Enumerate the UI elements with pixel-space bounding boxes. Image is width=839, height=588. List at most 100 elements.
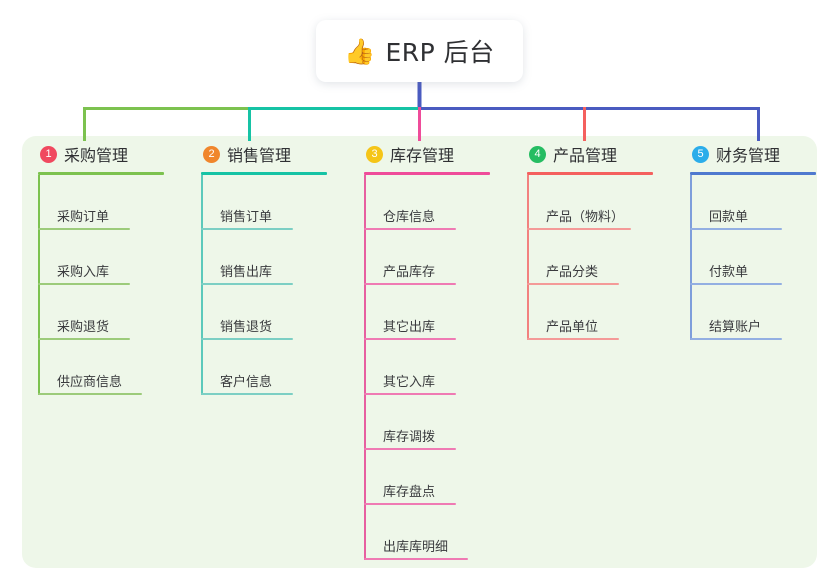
item-underline <box>364 283 456 285</box>
item-label: 采购入库 <box>57 265 110 280</box>
list-item[interactable]: 产品（物料） <box>527 175 674 230</box>
branch-header-1[interactable]: 1 采购管理 <box>38 136 185 172</box>
branch-items-5: 回款单 付款单 结算账户 <box>690 175 837 340</box>
branch-column-5: 5 财务管理 回款单 付款单 结算账户 <box>674 136 837 568</box>
item-label: 供应商信息 <box>57 375 123 390</box>
list-item[interactable]: 产品库存 <box>364 230 511 285</box>
item-underline <box>364 393 456 395</box>
branch-title-1: 采购管理 <box>64 146 129 165</box>
item-underline <box>38 393 142 395</box>
item-underline <box>201 338 293 340</box>
item-label: 销售出库 <box>220 265 273 280</box>
branch-title-5: 财务管理 <box>716 146 781 165</box>
branch-rule-4 <box>527 172 653 175</box>
branch-header-3[interactable]: 3 库存管理 <box>364 136 511 172</box>
branch-number-badge-3: 3 <box>366 145 383 163</box>
list-item[interactable]: 采购订单 <box>38 175 185 230</box>
list-item[interactable]: 产品分类 <box>527 230 674 285</box>
branch-number-badge-1: 1 <box>40 145 57 163</box>
item-underline <box>527 283 619 285</box>
branch-items-2: 销售订单 销售出库 销售退货 客户信息 <box>201 175 348 395</box>
branch-spine-5 <box>690 175 692 340</box>
branch-spine-2 <box>201 175 203 395</box>
item-label: 采购订单 <box>57 210 110 225</box>
item-underline <box>690 338 782 340</box>
branch-spine-3 <box>364 175 366 560</box>
root-node-title: ERP 后台 <box>385 38 495 67</box>
branch-title-3: 库存管理 <box>390 146 455 165</box>
thumbs-up-icon: 👍 <box>344 36 376 66</box>
list-item[interactable]: 结算账户 <box>690 285 837 340</box>
list-item[interactable]: 销售订单 <box>201 175 348 230</box>
item-underline <box>201 393 293 395</box>
branch-column-4: 4 产品管理 产品（物料） 产品分类 产品单位 <box>511 136 674 568</box>
item-underline <box>364 448 456 450</box>
item-underline <box>38 283 130 285</box>
item-underline <box>690 283 782 285</box>
branch-number-badge-4: 4 <box>529 145 546 163</box>
list-item[interactable]: 付款单 <box>690 230 837 285</box>
branch-items-4: 产品（物料） 产品分类 产品单位 <box>527 175 674 340</box>
item-underline <box>201 283 293 285</box>
list-item[interactable]: 库存调拨 <box>364 395 511 450</box>
branch-header-2[interactable]: 2 销售管理 <box>201 136 348 172</box>
diagram-background-panel <box>22 136 817 568</box>
list-item[interactable]: 出库库明细 <box>364 505 511 560</box>
item-label: 产品单位 <box>546 320 599 335</box>
list-item[interactable]: 产品单位 <box>527 285 674 340</box>
list-item[interactable]: 采购退货 <box>38 285 185 340</box>
branch-number-badge-5: 5 <box>692 145 709 163</box>
branch-title-2: 销售管理 <box>227 146 292 165</box>
branch-items-3: 仓库信息 产品库存 其它出库 其它入库 库存调拨 <box>364 175 511 560</box>
item-underline <box>527 338 619 340</box>
list-item[interactable]: 仓库信息 <box>364 175 511 230</box>
list-item[interactable]: 销售出库 <box>201 230 348 285</box>
item-label: 销售退货 <box>220 320 273 335</box>
branch-column-2: 2 销售管理 销售订单 销售出库 销售退货 客户信息 <box>185 136 348 568</box>
item-label: 采购退货 <box>57 320 110 335</box>
list-item[interactable]: 供应商信息 <box>38 340 185 395</box>
list-item[interactable]: 采购入库 <box>38 230 185 285</box>
item-label: 出库库明细 <box>383 540 449 555</box>
branch-spine-1 <box>38 175 40 395</box>
item-underline <box>527 228 631 230</box>
branch-rule-2 <box>201 172 327 175</box>
item-label: 其它出库 <box>383 320 436 335</box>
list-item[interactable]: 其它入库 <box>364 340 511 395</box>
item-underline <box>38 228 130 230</box>
item-label: 付款单 <box>709 265 749 280</box>
branch-rule-1 <box>38 172 164 175</box>
item-label: 产品库存 <box>383 265 436 280</box>
branch-header-5[interactable]: 5 财务管理 <box>690 136 837 172</box>
item-label: 产品分类 <box>546 265 599 280</box>
item-label: 回款单 <box>709 210 749 225</box>
item-underline <box>364 228 456 230</box>
branch-column-1: 1 采购管理 采购订单 采购入库 采购退货 供应商信 <box>22 136 185 568</box>
list-item[interactable]: 其它出库 <box>364 285 511 340</box>
item-label: 销售订单 <box>220 210 273 225</box>
item-label: 库存调拨 <box>383 430 436 445</box>
branch-header-4[interactable]: 4 产品管理 <box>527 136 674 172</box>
branch-column-3: 3 库存管理 仓库信息 产品库存 其它出库 其它入库 <box>348 136 511 568</box>
branch-title-4: 产品管理 <box>553 146 618 165</box>
branch-rule-5 <box>690 172 816 175</box>
item-underline <box>690 228 782 230</box>
list-item[interactable]: 销售退货 <box>201 285 348 340</box>
list-item[interactable]: 回款单 <box>690 175 837 230</box>
branch-number-badge-2: 2 <box>203 145 220 163</box>
item-label: 产品（物料） <box>546 210 625 225</box>
item-underline <box>364 503 456 505</box>
list-item[interactable]: 客户信息 <box>201 340 348 395</box>
branch-items-1: 采购订单 采购入库 采购退货 供应商信息 <box>38 175 185 395</box>
item-label: 结算账户 <box>709 320 762 335</box>
item-label: 仓库信息 <box>383 210 436 225</box>
root-node[interactable]: 👍 ERP 后台 <box>316 20 523 82</box>
item-underline <box>364 558 468 560</box>
item-underline <box>201 228 293 230</box>
branch-rule-3 <box>364 172 490 175</box>
list-item[interactable]: 库存盘点 <box>364 450 511 505</box>
item-label: 库存盘点 <box>383 485 436 500</box>
item-underline <box>364 338 456 340</box>
branch-columns: 1 采购管理 采购订单 采购入库 采购退货 供应商信 <box>22 136 817 568</box>
